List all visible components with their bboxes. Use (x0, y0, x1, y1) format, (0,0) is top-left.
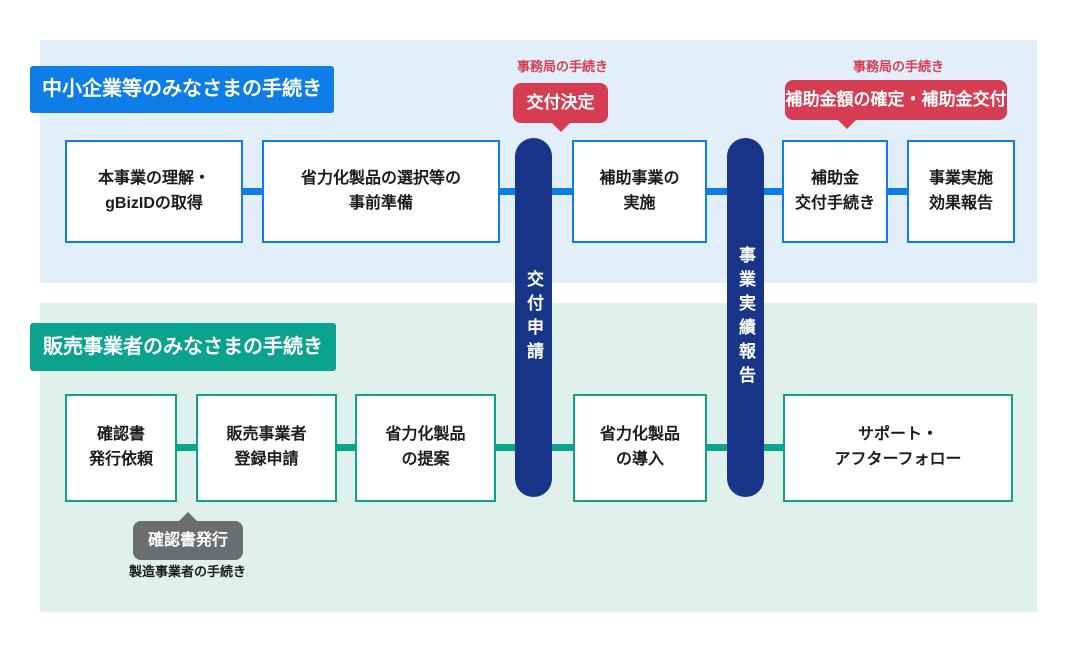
grant-amount-confirmation-bubble: 補助金額の確定・補助金交付 (785, 80, 1007, 129)
secretariat-note-1: 事務局の手続き (517, 59, 609, 74)
bottom-step-box-2: 販売事業者 登録申請 (196, 394, 337, 502)
top-step-box-2: 省力化製品の選択等の 事前準備 (262, 140, 500, 243)
top-step-5-line1: 事業実施 (928, 169, 993, 187)
top-step-box-5: 事業実施 効果報告 (907, 140, 1015, 243)
bottom-step-3-line2: の提案 (401, 451, 450, 468)
milestone-pill-application: 交付申請 (515, 138, 552, 497)
milestone-pill-results-report: 事業実績報告 (727, 138, 764, 497)
bottom-step-4-line1: 省力化製品 (599, 426, 680, 444)
top-step-1-line1: 本事業の理解・ (97, 169, 210, 187)
bottom-step-3-line1: 省力化製品 (385, 426, 466, 444)
bottom-step-box-5: サポート・ アフターフォロー (783, 394, 1013, 502)
bottom-step-box-4: 省力化製品 の導入 (573, 394, 707, 502)
grant-decision-bubble-label: 交付決定 (526, 93, 595, 112)
bottom-flow-connector-line (120, 444, 900, 451)
top-step-4-line2: 交付手続き (794, 194, 875, 212)
bottom-step-1-line1: 確認書 (96, 426, 145, 444)
secretariat-note-2: 事務局の手続き (853, 59, 945, 74)
top-step-3-line2: 実施 (623, 194, 656, 212)
vendor-section-label: 販売事業者のみなさまの手続き (30, 323, 336, 371)
top-step-2-line2: 事前準備 (348, 194, 413, 212)
bottom-step-box-1: 確認書 発行依頼 (65, 394, 177, 502)
milestone-pill-results-report-label: 事業実績報告 (736, 245, 755, 390)
confirmation-issue-bubble: 確認書発行 (133, 512, 243, 560)
bottom-step-5-line1: サポート・ (857, 426, 938, 444)
bottom-step-box-3: 省力化製品 の提案 (355, 394, 496, 502)
sme-section-label: 中小企業等のみなさまの手続き (30, 66, 334, 113)
bottom-step-5-line2: アフターフォロー (834, 451, 962, 468)
grant-amount-confirmation-bubble-label: 補助金額の確定・補助金交付 (785, 90, 1007, 109)
top-step-box-3: 補助事業の 実施 (572, 140, 707, 243)
grant-decision-bubble: 交付決定 (513, 83, 608, 132)
manufacturer-note: 製造事業者の手続き (129, 564, 247, 579)
bottom-step-2-line1: 販売事業者 (226, 426, 307, 444)
milestone-pill-application-label: 交付申請 (524, 269, 543, 366)
top-step-4-line1: 補助金 (810, 169, 859, 187)
top-step-box-1: 本事業の理解・ gBizIDの取得 (65, 140, 243, 243)
bottom-step-2-line2: 登録申請 (234, 451, 299, 468)
top-step-2-line1: 省力化製品の選択等の (300, 169, 461, 187)
top-step-5-line2: 効果報告 (928, 194, 993, 212)
bottom-step-4-line2: の導入 (615, 451, 664, 468)
top-step-box-4: 補助金 交付手続き (782, 140, 888, 243)
confirmation-issue-bubble-label: 確認書発行 (147, 532, 228, 549)
bottom-step-1-line2: 発行依頼 (88, 451, 153, 468)
top-step-1-line2: gBizIDの取得 (105, 194, 203, 212)
top-step-3-line1: 補助事業の (599, 169, 680, 187)
